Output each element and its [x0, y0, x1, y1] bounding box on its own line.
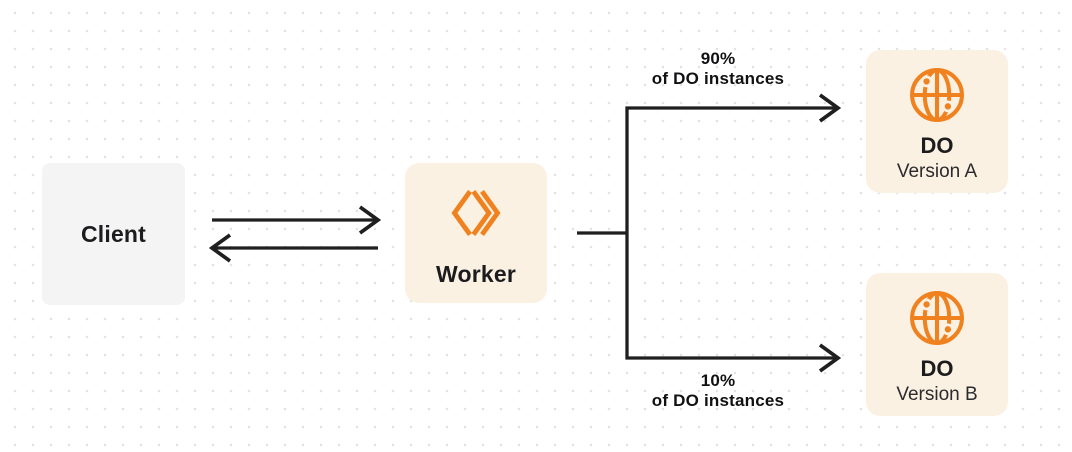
client-to-worker-arrowhead [358, 205, 382, 235]
branch-to-do-a-arrowhead [818, 93, 842, 123]
route-label-90-percent: 90% of DO instances [608, 49, 828, 89]
do-version-b-subtitle: Version B [896, 384, 978, 405]
branch-to-do-b-arrowhead [818, 343, 842, 373]
do-version-a-subtitle: Version A [896, 161, 978, 182]
worker-to-client-arrowhead [208, 233, 232, 263]
client-node-label: Client [80, 220, 147, 247]
do-version-b-title: DO [920, 356, 954, 381]
route-caption: of DO instances [651, 69, 785, 88]
route-percent: 90% [700, 49, 736, 68]
do-version-a-title: DO [920, 133, 954, 158]
branch-trunk-line [625, 106, 836, 360]
route-label-10-percent: 10% of DO instances [608, 371, 828, 411]
route-percent: 10% [700, 371, 736, 390]
do-version-a-node: DO Version A [866, 50, 1008, 193]
client-node: Client [42, 163, 185, 305]
do-version-b-node: DO Version B [866, 273, 1008, 416]
route-caption: of DO instances [651, 391, 785, 410]
globe-icon [908, 289, 966, 347]
worker-icon [451, 187, 501, 239]
worker-node: Worker [405, 163, 547, 303]
worker-node-label: Worker [435, 260, 517, 287]
globe-icon [908, 66, 966, 124]
